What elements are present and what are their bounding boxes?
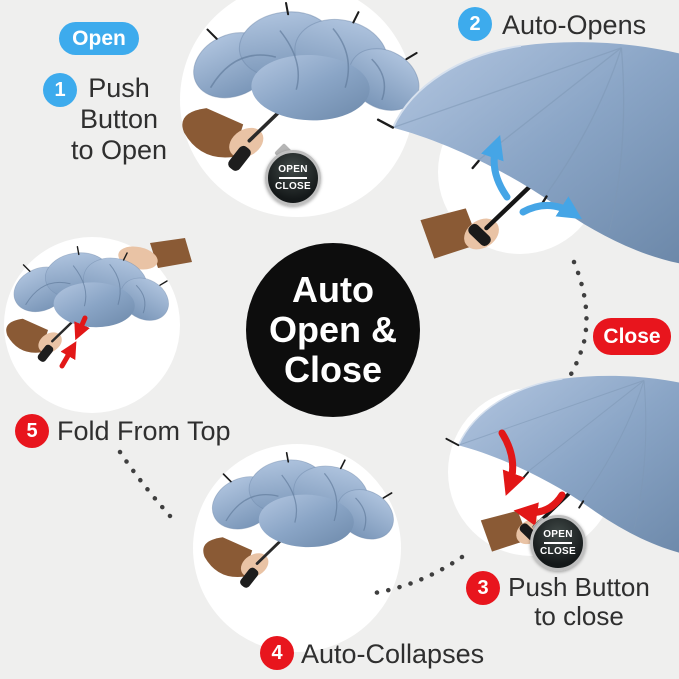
umbrella-photo-step3-open: [444, 374, 679, 558]
step-4-label: Auto-Collapses: [301, 639, 485, 669]
open-close-button-open-text: OPEN: [543, 529, 573, 540]
open-close-button-open-text: OPEN: [278, 164, 308, 175]
center-title-line-3: Close: [283, 349, 383, 390]
open-close-button-divider: [279, 177, 307, 179]
close-badge: Close: [593, 318, 671, 355]
open-badge-label: Open: [72, 26, 126, 50]
center-title-line-1: Auto: [292, 269, 374, 310]
step-1-line-1: Push: [88, 73, 150, 103]
step-3-line-1: Push Button: [508, 572, 650, 602]
umbrella-photo-step2-open: [378, 42, 679, 263]
step-1-line-3: to Open: [70, 135, 168, 165]
step-3-line-2: to close: [534, 601, 624, 631]
step-1-line-2: Button: [79, 104, 159, 134]
blue-curve-arrow-right-icon: [519, 196, 583, 220]
auto-open-close-title-circle: Auto Open & Close: [246, 243, 420, 417]
step-5-label: Fold From Top: [57, 416, 231, 446]
open-close-button-badge: OPEN CLOSE: [265, 150, 321, 206]
trail-step3-to-step4: [365, 554, 465, 597]
blue-curve-arrow-up-icon: [481, 135, 511, 201]
open-close-button-badge: OPEN CLOSE: [530, 515, 586, 571]
trail-step5-to-photo: [117, 449, 173, 519]
umbrella-photo-step5-fold: [4, 238, 192, 369]
open-close-button-divider: [544, 542, 572, 544]
center-title-line-2: Open &: [268, 309, 397, 350]
step-4-number: 4: [260, 636, 294, 670]
step-3-label: Push Button to close: [505, 573, 653, 631]
step-2-number: 2: [458, 7, 492, 41]
red-curve-arrow-down-icon: [498, 429, 526, 496]
red-curve-arrow-left-icon: [513, 491, 566, 526]
step-2-label: Auto-Opens: [502, 10, 647, 40]
trail-step2-to-close: [567, 259, 589, 379]
step-5-number: 5: [15, 414, 49, 448]
close-badge-label: Close: [603, 324, 661, 348]
open-close-button-close-text: CLOSE: [540, 546, 576, 557]
step-1-number: 1: [43, 73, 77, 107]
red-compress-arrows-icon: [59, 315, 90, 369]
open-close-button-close-text: CLOSE: [275, 181, 311, 192]
step-3-number: 3: [466, 571, 500, 605]
step-1-label: Push Button to Open: [58, 73, 180, 166]
open-badge: Open: [59, 22, 139, 55]
